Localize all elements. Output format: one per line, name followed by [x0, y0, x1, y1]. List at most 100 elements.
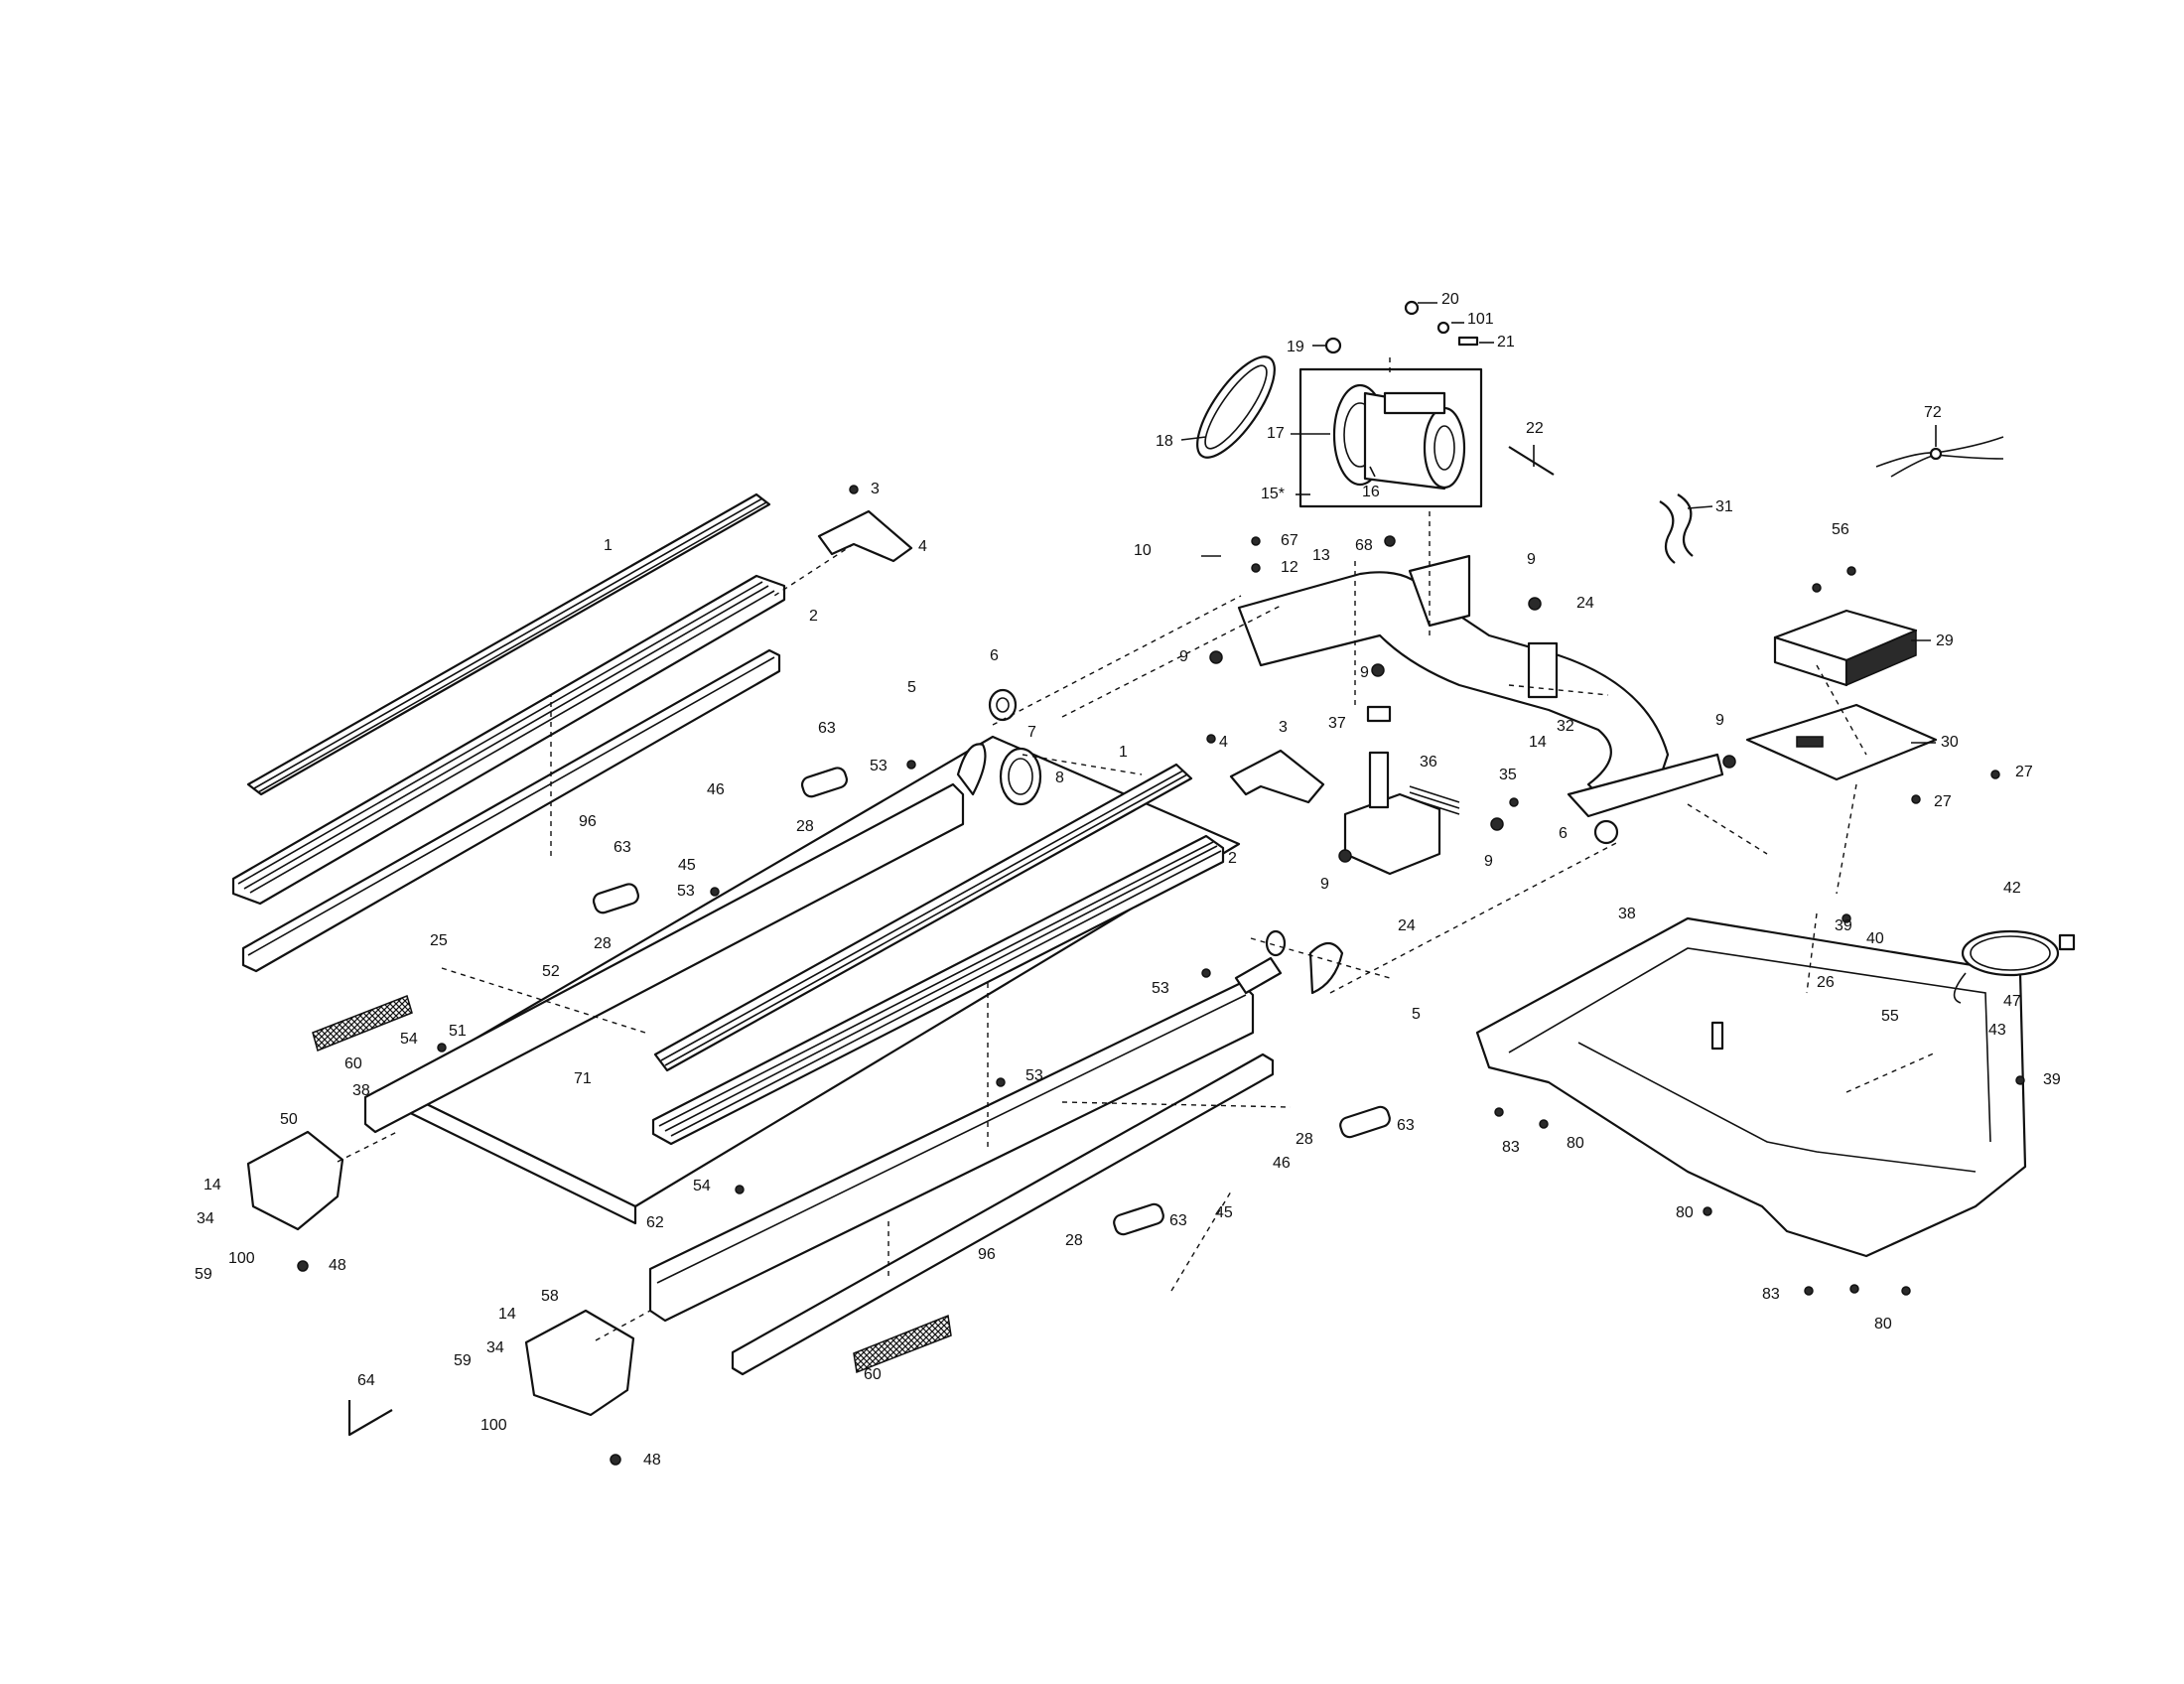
pad-63b	[592, 883, 639, 914]
callout-14c: 14	[498, 1306, 516, 1323]
end-cap-58	[524, 1309, 635, 1417]
callout-100b: 100	[480, 1417, 507, 1434]
callout-39b: 39	[2043, 1071, 2061, 1088]
callout-24a: 24	[1576, 595, 1594, 612]
callout-14b: 14	[204, 1177, 221, 1193]
right-side-rail-2	[651, 834, 1225, 1146]
callout-5a: 5	[907, 679, 916, 696]
callout-62: 62	[646, 1214, 664, 1231]
callout-24b: 24	[1398, 917, 1416, 934]
motor-hardware	[1324, 300, 1555, 476]
callout-42: 42	[2003, 880, 2021, 897]
callout-40: 40	[1866, 930, 1884, 947]
callout-13: 13	[1312, 547, 1330, 564]
callout-63a: 63	[818, 720, 836, 737]
callout-27b: 27	[1934, 793, 1952, 810]
callout-4b: 4	[1219, 734, 1228, 751]
callout-28d: 28	[1065, 1232, 1083, 1249]
callout-14a: 14	[1529, 734, 1547, 751]
callout-22: 22	[1526, 420, 1544, 437]
callout-38a: 38	[352, 1082, 370, 1099]
callout-21: 21	[1497, 334, 1515, 351]
callout-31: 31	[1715, 498, 1733, 515]
callout-80b: 80	[1676, 1204, 1694, 1221]
callout-68: 68	[1355, 537, 1373, 554]
callout-46a: 46	[707, 781, 725, 798]
callout-2b: 2	[1228, 850, 1237, 867]
callout-63d: 63	[1169, 1212, 1187, 1229]
callout-59a: 59	[195, 1266, 212, 1283]
left-side-rail-1	[246, 492, 771, 796]
callout-45a: 45	[678, 857, 696, 874]
callout-58: 58	[541, 1288, 559, 1305]
end-cap-50	[246, 1130, 344, 1231]
mesh-strip-60a	[312, 995, 413, 1052]
callout-80a: 80	[1567, 1135, 1584, 1152]
callout-48b: 48	[643, 1452, 661, 1469]
callout-12: 12	[1281, 559, 1298, 576]
hex-key-64	[347, 1400, 393, 1437]
callout-34a: 34	[197, 1210, 214, 1227]
idler-wheel-6	[988, 688, 1018, 722]
callout-9b: 9	[1179, 648, 1188, 665]
front-roller-8	[999, 747, 1042, 806]
callout-9a: 9	[1527, 551, 1536, 568]
assembly-guide-lines	[337, 357, 1937, 1341]
callout-6b: 6	[1559, 825, 1568, 842]
callout-38b: 38	[1618, 906, 1636, 922]
callout-15: 15*	[1261, 486, 1285, 502]
callout-3b: 3	[1279, 719, 1288, 736]
drive-belt-18	[1196, 355, 1276, 459]
callout-45b: 45	[1215, 1204, 1233, 1221]
callout-3a: 3	[871, 481, 880, 497]
pad-63c	[1339, 1105, 1391, 1139]
wire-harness-72	[1875, 436, 2004, 478]
callout-46b: 46	[1273, 1155, 1291, 1172]
callout-101: 101	[1467, 311, 1494, 328]
rear-cover-4a	[817, 509, 913, 563]
rear-roller	[1234, 929, 1287, 995]
incline-motor-36	[1343, 705, 1460, 876]
callout-32: 32	[1557, 718, 1574, 735]
callout-labels: 20 101 21 19 18 17 16 15* 22 72 31 56 29…	[195, 291, 2061, 1469]
fasteners	[297, 485, 2025, 1466]
callout-60a: 60	[344, 1055, 362, 1072]
callout-37: 37	[1328, 715, 1346, 732]
callout-43: 43	[1988, 1022, 2006, 1039]
callout-28b: 28	[594, 935, 612, 952]
pad-63a	[800, 767, 848, 798]
callout-2a: 2	[809, 608, 818, 625]
callout-25: 25	[430, 932, 448, 949]
pad-63d	[1113, 1202, 1164, 1236]
callout-83b: 83	[1762, 1286, 1780, 1303]
incline-frame-13	[1237, 554, 1724, 845]
callout-55: 55	[1881, 1008, 1899, 1025]
left-side-rail-2	[231, 574, 786, 906]
callout-54a: 54	[400, 1031, 418, 1048]
callout-52: 52	[542, 963, 560, 980]
callout-8: 8	[1055, 770, 1064, 786]
callout-59b: 59	[454, 1352, 472, 1369]
callout-35: 35	[1499, 767, 1517, 783]
callout-1a: 1	[604, 537, 613, 554]
callout-96a: 96	[579, 813, 597, 830]
callout-30: 30	[1941, 734, 1959, 751]
callout-7: 7	[1027, 724, 1036, 741]
frame-side-left	[363, 782, 965, 1134]
callout-100a: 100	[228, 1250, 255, 1267]
callout-56: 56	[1832, 521, 1849, 538]
callout-47: 47	[2003, 993, 2021, 1010]
callout-96b: 96	[978, 1246, 996, 1263]
callout-53c: 53	[1152, 980, 1169, 997]
right-side-rail-1	[653, 763, 1193, 1072]
controller-board-29	[1773, 609, 1918, 687]
callout-9d: 9	[1715, 712, 1724, 729]
callout-39a: 39	[1835, 917, 1852, 934]
callout-19: 19	[1287, 339, 1304, 355]
callout-54b: 54	[693, 1178, 711, 1194]
callout-9c: 9	[1360, 664, 1369, 681]
callout-28a: 28	[796, 818, 814, 835]
callout-63c: 63	[1397, 1117, 1415, 1134]
callout-27a: 27	[2015, 764, 2033, 780]
callout-9e: 9	[1484, 853, 1493, 870]
